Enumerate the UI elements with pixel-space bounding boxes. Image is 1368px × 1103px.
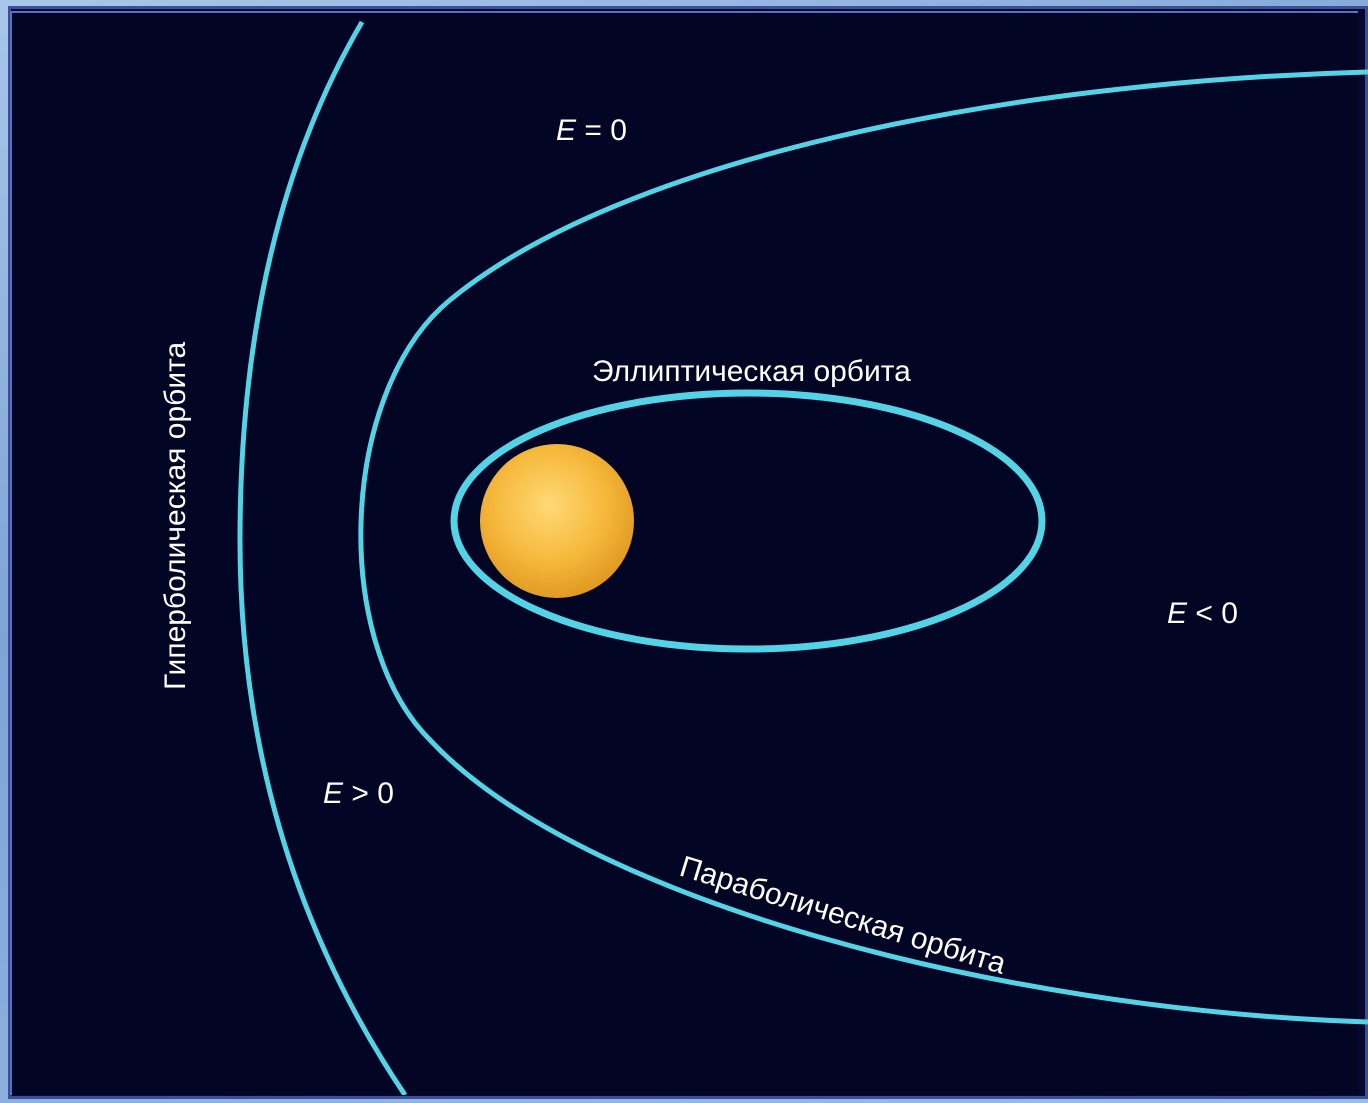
hyperbolic-orbit-curve [237,20,408,1095]
elliptic-orbit-curve [450,389,1046,653]
parabolic-orbit-label: Параболическая орбита [676,850,1010,981]
sun-icon [480,444,634,598]
elliptic-orbit-label: Эллиптическая орбита [592,355,911,388]
energy-zero-label: E = 0 [556,114,627,147]
energy-positive-label: E > 0 [323,777,394,810]
hyperbolic-orbit-label: Гиперболическая орбита [159,342,192,690]
energy-negative-label: E < 0 [1167,597,1238,630]
diagram-panel-inner [10,11,1358,1095]
parabolic-orbit-curve [358,69,1368,1025]
